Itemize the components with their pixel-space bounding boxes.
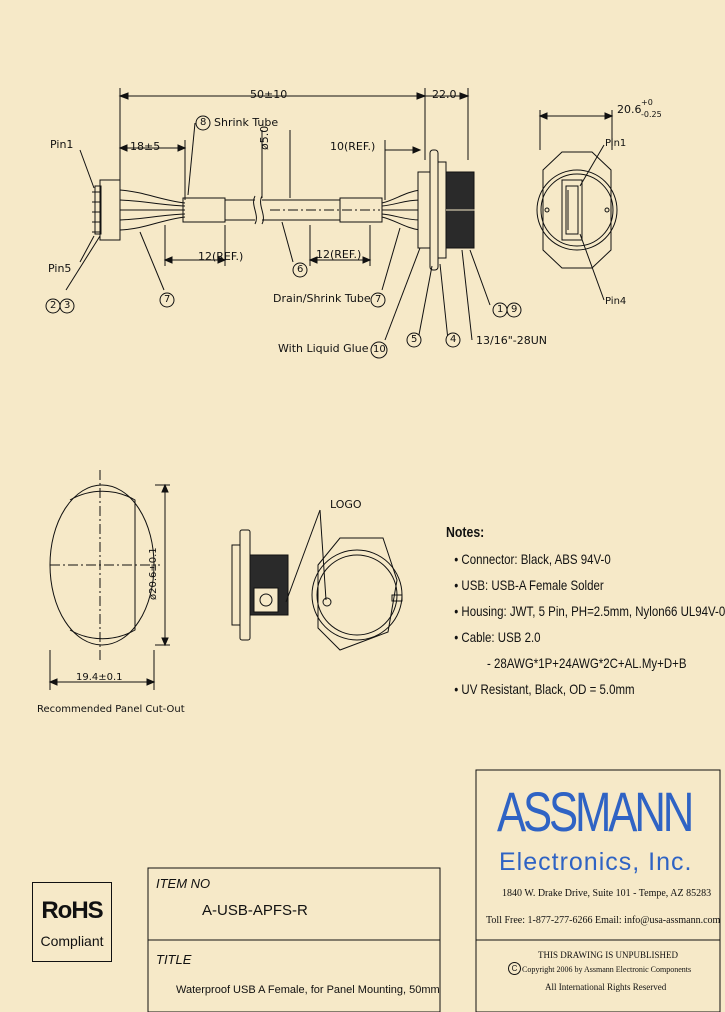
balloon-9: 9 <box>511 304 518 315</box>
dim-right: 22.0 <box>432 88 457 101</box>
balloon-7b: 7 <box>375 294 382 305</box>
balloon-2: 2 <box>50 300 57 311</box>
balloon-5: 5 <box>411 334 418 345</box>
cutout-height-dim: ø20.6±0.1 <box>148 547 159 600</box>
notes-heading: Notes: <box>446 524 485 541</box>
item-no-value: A-USB-APFS-R <box>202 902 308 919</box>
dim-ref-right: 12(REF.) <box>316 248 362 261</box>
balloon-7a: 7 <box>164 294 171 305</box>
note-line: • UV Resistant, Black, OD = 5.0mm <box>454 681 635 697</box>
liquid-glue-label: With Liquid Glue <box>278 342 369 355</box>
dim-ref-top: 10(REF.) <box>330 140 376 153</box>
note-line: • Cable: USB 2.0 <box>454 629 541 645</box>
unpublished-notice: THIS DRAWING IS UNPUBLISHED <box>538 950 679 960</box>
drain-shrink-label: Drain/Shrink Tube <box>273 292 371 305</box>
rohs-badge: RoHS Compliant <box>32 882 112 962</box>
shrink-tube-label: Shrink Tube <box>214 116 279 129</box>
cutout-width-dim: 19.4±0.1 <box>76 672 123 683</box>
note-line: • Housing: JWT, 5 Pin, PH=2.5mm, Nylon66… <box>454 603 725 619</box>
note-line: - 28AWG*1P+24AWG*2C+AL.My+D+B <box>487 655 687 671</box>
end-tol-plus: +0 <box>641 98 653 107</box>
title-label: TITLE <box>156 952 192 967</box>
balloon-1: 1 <box>497 304 504 315</box>
pin5-label: Pin5 <box>48 262 72 275</box>
dim-od: ø5.0 <box>258 125 271 150</box>
copyright-icon: C <box>508 962 521 975</box>
item-no-label: ITEM NO <box>156 876 211 891</box>
thread-label: 13/16"-28UN <box>476 334 548 347</box>
balloon-10: 10 <box>373 344 386 355</box>
end-tol-minus: -0.25 <box>641 110 662 119</box>
dim-overall: 50±10 <box>250 88 288 101</box>
balloon-8: 8 <box>200 117 207 128</box>
rohs-compliant: Compliant <box>40 933 104 949</box>
company-contact: Toll Free: 1-877-277-6266 Email: info@us… <box>486 915 721 926</box>
dim-ref-left: 12(REF.) <box>198 250 244 263</box>
rohs-title: RoHS <box>41 897 103 924</box>
dim-left: 18±5 <box>130 140 161 153</box>
notes-block: Notes: • Connector: Black, ABS 94V-0 • U… <box>446 520 725 702</box>
balloon-3: 3 <box>64 300 71 311</box>
note-line: • USB: USB-A Female Solder <box>454 577 604 593</box>
cutout-caption: Recommended Panel Cut-Out <box>37 704 185 715</box>
end-dim: 20.6 <box>617 103 642 116</box>
rights-notice: All International Rights Reserved <box>545 982 667 992</box>
balloon-4: 4 <box>450 334 457 345</box>
company-subtitle: Electronics, Inc. <box>499 848 693 876</box>
balloon-6: 6 <box>297 264 304 275</box>
end-pin1-label: Pin1 <box>605 138 627 149</box>
title-value: Waterproof USB A Female, for Panel Mount… <box>176 984 440 996</box>
copyright-notice: Copyright 2006 by Assmann Electronic Com… <box>522 965 692 974</box>
company-address: 1840 W. Drake Drive, Suite 101 - Tempe, … <box>502 888 712 899</box>
note-line: • Connector: Black, ABS 94V-0 <box>454 551 611 567</box>
end-pin4-label: Pin4 <box>605 296 627 307</box>
logo-label: LOGO <box>330 498 362 511</box>
company-logo: ASSMANN <box>497 780 694 843</box>
pin1-label: Pin1 <box>50 138 74 151</box>
